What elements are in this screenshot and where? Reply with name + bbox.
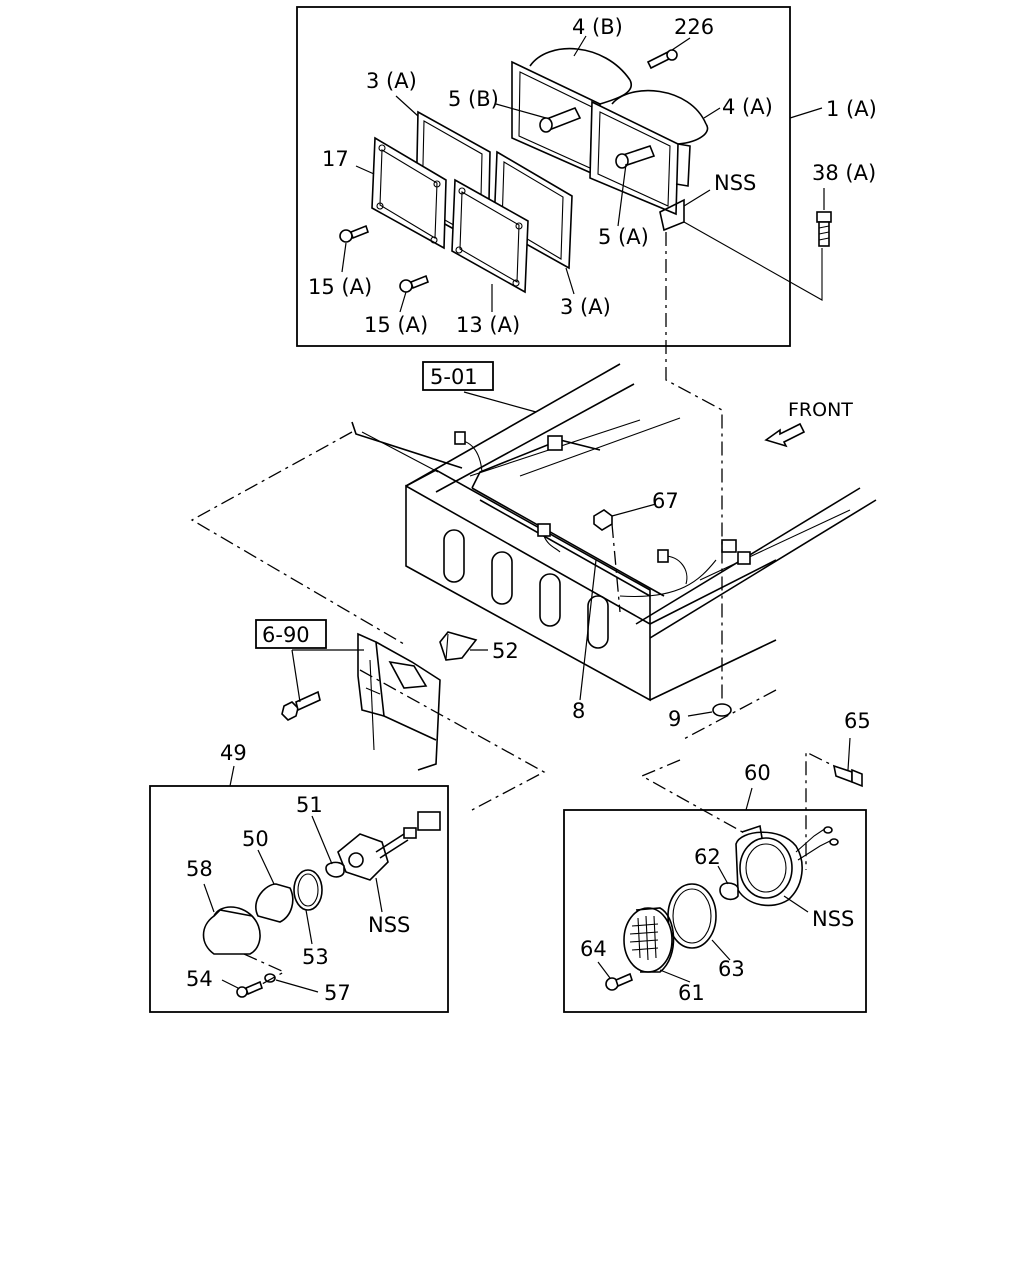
callout-60: 60 [744, 761, 771, 785]
marker-lamp-52 [439, 631, 478, 661]
ref-6-90: 6-90 [262, 623, 310, 647]
lamp-cover-58 [202, 906, 261, 955]
bolt-65 [832, 764, 863, 788]
front-arrow-icon [764, 422, 806, 448]
lamp-49-group [149, 765, 449, 1013]
lens-13a [451, 178, 529, 294]
callout-52: 52 [492, 639, 519, 663]
callout-65: 65 [844, 709, 871, 733]
callout-49: 49 [220, 741, 247, 765]
frame-rail [405, 363, 621, 487]
callout-67: 67 [652, 489, 679, 513]
lens-frame-17 [371, 136, 447, 250]
headlamp-assembly-group [296, 6, 832, 347]
callout-15a-left: 15 (A) [308, 275, 372, 299]
wire-harness-8 [471, 439, 601, 489]
callout-17: 17 [322, 147, 349, 171]
callout-38a: 38 (A) [812, 161, 876, 185]
callout-64: 64 [580, 937, 607, 961]
callout-62: 62 [694, 845, 721, 869]
nut-9 [712, 703, 732, 717]
callout-9: 9 [668, 707, 681, 731]
gasket-53 [293, 869, 323, 911]
callout-4b: 4 (B) [572, 15, 623, 39]
callout-54: 54 [186, 967, 213, 991]
callout-51: 51 [296, 793, 323, 817]
gasket-3a-lower [493, 150, 573, 270]
callout-50: 50 [242, 827, 269, 851]
callout-nss-right: NSS [812, 907, 854, 931]
lamp-60-frame [563, 809, 867, 1013]
ref-5-01: 5-01 [430, 365, 478, 389]
screw-38a [816, 211, 832, 247]
callout-labels: 4 (B) 226 3 (A) 5 (B) 4 (A) 1 (A) 17 NSS… [186, 15, 877, 1005]
callout-63: 63 [718, 957, 745, 981]
inner-lens-50 [255, 883, 294, 923]
frame-crossmember-group [190, 232, 877, 870]
callout-58: 58 [186, 857, 213, 881]
callout-13a: 13 (A) [456, 313, 520, 337]
screw-15a-right [399, 274, 429, 293]
callout-3a-bottom: 3 (A) [560, 295, 611, 319]
bracket-6-90-group [281, 631, 488, 771]
bolt-6-90 [281, 690, 321, 721]
lens-61 [623, 907, 675, 973]
callout-nss-top: NSS [714, 171, 756, 195]
headlamp-assembly-frame [296, 6, 791, 347]
callout-3a-top: 3 (A) [366, 69, 417, 93]
callout-5a: 5 (A) [598, 225, 649, 249]
screw-15a-left [339, 224, 369, 243]
ref-box-5-01 [422, 361, 494, 391]
screw-64 [605, 972, 633, 991]
callout-8: 8 [572, 699, 585, 723]
callout-15a-right: 15 (A) [364, 313, 428, 337]
callout-nss-left: NSS [368, 913, 410, 937]
lamp-60-group [563, 764, 867, 1013]
front-label: FRONT [788, 399, 853, 421]
callout-1a: 1 (A) [826, 97, 877, 121]
screw-54 [236, 980, 263, 998]
ref-box-6-90 [255, 619, 327, 649]
callout-57: 57 [324, 981, 351, 1005]
bulb-62 [719, 882, 739, 901]
lamp-49-frame [149, 785, 449, 1013]
callout-61: 61 [678, 981, 705, 1005]
callout-53: 53 [302, 945, 329, 969]
washer-57 [264, 973, 276, 983]
callout-4a: 4 (A) [722, 95, 773, 119]
crossmember [405, 484, 651, 702]
nut-67 [593, 509, 613, 531]
gasket-63 [667, 883, 717, 949]
callout-226: 226 [674, 15, 714, 39]
callout-5b: 5 (B) [448, 87, 499, 111]
bulb-51 [325, 861, 345, 878]
